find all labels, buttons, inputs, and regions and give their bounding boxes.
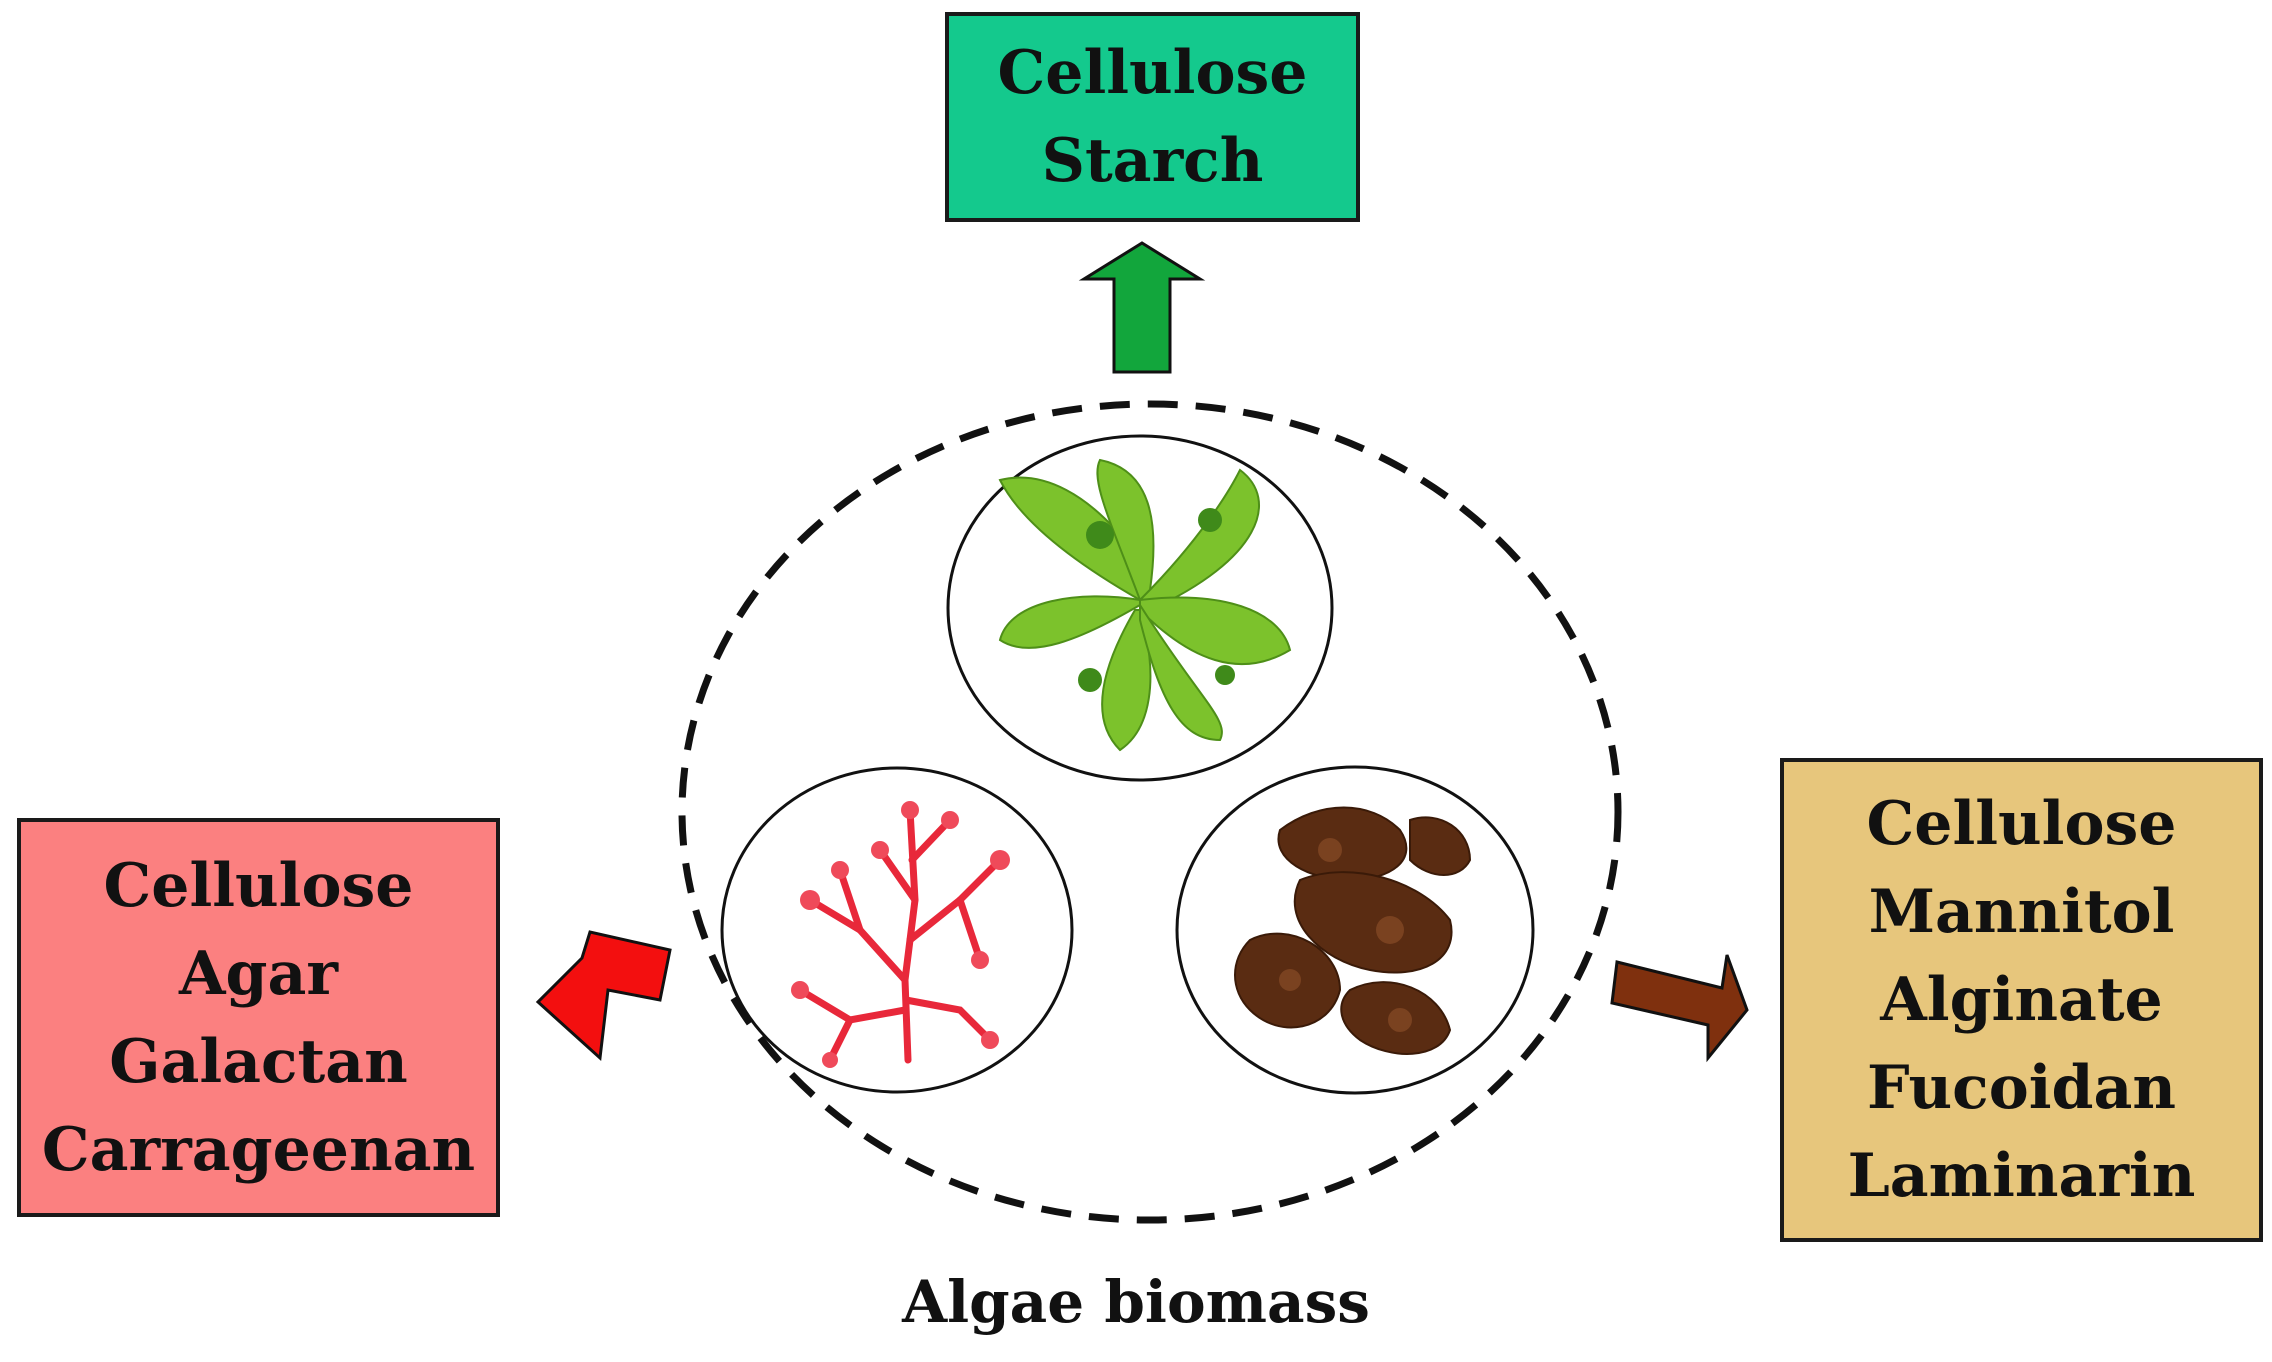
product-label: Cellulose xyxy=(997,38,1308,108)
algae-biomass-dashed-circle xyxy=(678,400,1622,1224)
product-label: Carrageenan xyxy=(41,1114,476,1185)
green-algae-image xyxy=(946,434,1334,782)
red-algae-image xyxy=(720,766,1074,1094)
brown-algae-products-box: Cellulose Mannitol Alginate Fucoidan Lam… xyxy=(1780,758,2263,1242)
product-label: Agar xyxy=(179,938,338,1009)
product-label: Laminarin xyxy=(1847,1141,2196,1211)
green-algae-products-box: Cellulose Starch xyxy=(945,12,1360,222)
red-arrow-left xyxy=(535,930,672,1062)
product-label: Cellulose xyxy=(103,850,414,921)
diagram-caption: Algae biomass xyxy=(902,1268,1370,1336)
product-label: Alginate xyxy=(1880,965,2163,1035)
product-label: Starch xyxy=(1041,126,1264,196)
brown-arrow-right xyxy=(1610,954,1749,1063)
product-label: Fucoidan xyxy=(1867,1053,2176,1123)
product-label: Cellulose xyxy=(1866,789,2177,859)
brown-algae-image xyxy=(1175,765,1535,1095)
green-arrow-up xyxy=(1078,241,1206,374)
product-label: Mannitol xyxy=(1868,877,2175,947)
red-algae-products-box: Cellulose Agar Galactan Carrageenan xyxy=(17,818,500,1217)
product-label: Galactan xyxy=(109,1026,408,1097)
